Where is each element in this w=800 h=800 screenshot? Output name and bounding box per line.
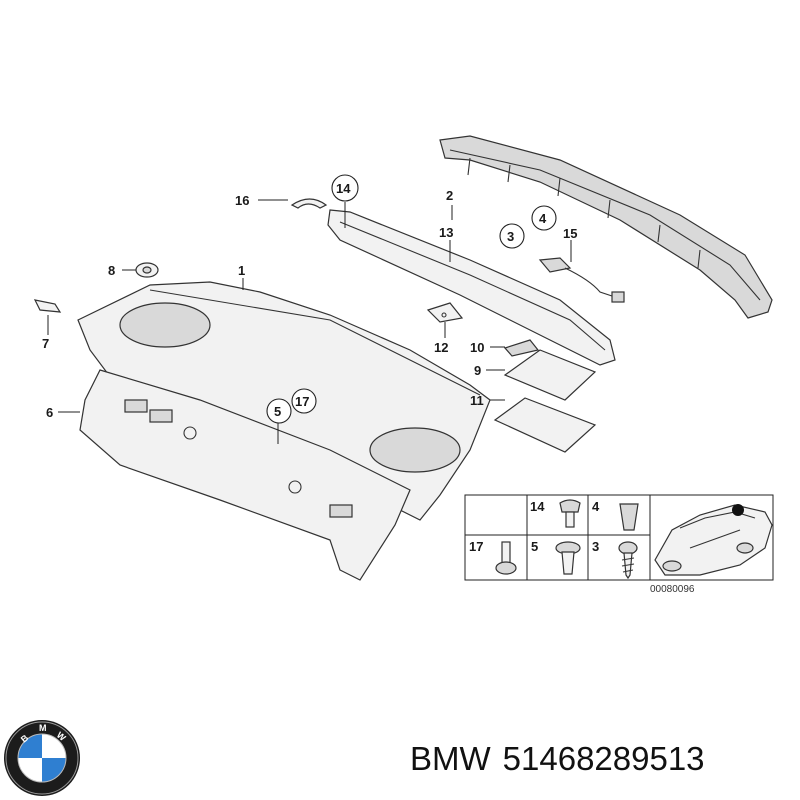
- footer-part-label: BMW 51468289513: [410, 740, 717, 778]
- callout-13: 13: [439, 225, 453, 240]
- callout-5: 5: [274, 404, 281, 419]
- callout-15: 15: [563, 226, 577, 241]
- inset-label-5: 5: [531, 539, 538, 554]
- inset-label-17: 17: [469, 539, 483, 554]
- svg-text:B: B: [19, 732, 31, 744]
- part-2-trim-strip: [439, 135, 773, 319]
- callout-16: 16: [235, 193, 249, 208]
- callout-4-circle: [531, 205, 557, 231]
- part-6-lower-panel: [79, 369, 411, 581]
- callout-4: 4: [539, 211, 547, 226]
- callout-10: 10: [470, 340, 484, 355]
- callout-2: 2: [446, 188, 453, 203]
- fastener-3: [618, 541, 638, 580]
- callout-17: 17: [295, 394, 309, 409]
- part-7-clip: [33, 299, 62, 313]
- bmw-logo: B M W: [4, 720, 80, 796]
- fastener-inset: 14 4 17 5 3: [464, 494, 774, 595]
- inset-label-3: 3: [592, 539, 599, 554]
- part-12-bracket: [426, 302, 464, 323]
- fastener-14: [559, 499, 581, 528]
- part-11-cover: [493, 397, 597, 453]
- svg-text:M: M: [39, 723, 47, 733]
- inset-label-14: 14: [530, 499, 545, 514]
- diagram-reference-number: 00080096: [650, 584, 695, 595]
- footer-part-number: 51468289513: [502, 740, 705, 777]
- callout-14: 14: [336, 181, 351, 196]
- part-15-cable: [538, 257, 625, 303]
- callout-14-circle: [331, 174, 359, 202]
- callout-12: 12: [434, 340, 448, 355]
- callout-3-circle: [499, 223, 525, 249]
- part-9-cover: [503, 349, 597, 401]
- fastener-5: [555, 541, 581, 575]
- part-8-grommet: [135, 262, 159, 278]
- callout-1: 1: [238, 263, 245, 278]
- inset-label-4: 4: [592, 499, 600, 514]
- callout-17-circle: [291, 388, 317, 414]
- callout-5-circle: [266, 398, 292, 424]
- leader-lines: [47, 199, 572, 444]
- fastener-4: [619, 503, 639, 531]
- callout-6: 6: [46, 405, 53, 420]
- callout-9: 9: [474, 363, 481, 378]
- part-10-clip: [503, 339, 540, 357]
- footer-brand: BMW: [410, 740, 491, 777]
- car-location-thumbnail: [654, 504, 773, 576]
- callout-7: 7: [42, 336, 49, 351]
- callout-11: 11: [470, 393, 484, 408]
- callout-3: 3: [507, 229, 514, 244]
- callout-8: 8: [108, 263, 115, 278]
- fastener-17: [495, 541, 517, 575]
- part-16-clip: [290, 198, 328, 209]
- callouts: 1 2 3 4 5 17 6 7 8 9 10 11 12 13 14 15 1…: [42, 174, 577, 424]
